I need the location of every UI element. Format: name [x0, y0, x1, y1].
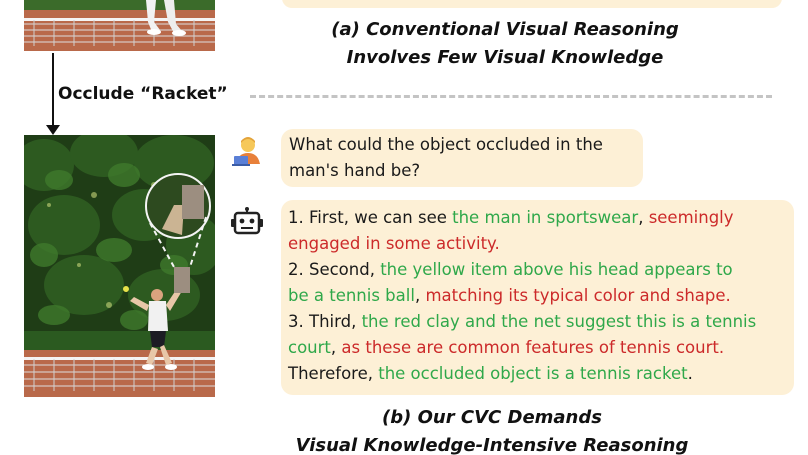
inference-text: matching its typical color and shape. [425, 286, 731, 305]
caption-a: (a) Conventional Visual Reasoning Involv… [290, 16, 720, 72]
answer-line-4: be a tennis ball, matching its typical c… [288, 283, 787, 309]
answer-line-3: 2. Second, the yellow item above his hea… [288, 257, 787, 283]
answer-text: . [687, 364, 693, 383]
caption-b-line2: Visual Knowledge-Intensive Reasoning [295, 435, 689, 455]
section-divider [250, 95, 772, 98]
answer-line-7: Therefore, the occluded object is a tenn… [288, 361, 787, 387]
robot-icon [230, 207, 264, 237]
question-line-2: man's hand be? [289, 161, 421, 180]
tennis-photo-original [24, 0, 215, 51]
answer-text: 3. Third, [288, 312, 362, 331]
caption-a-line2: Involves Few Visual Knowledge [346, 47, 664, 68]
occlude-label: Occlude “Racket” [58, 84, 232, 104]
caption-b-line1: (b) Our CVC Demands [382, 407, 602, 428]
answer-line-6: court, as these are common features of t… [288, 335, 787, 361]
inference-text: seemingly [648, 208, 734, 227]
answer-text: , [330, 338, 342, 357]
inference-text: as these are common features of tennis c… [341, 338, 725, 357]
previous-answer-bubble-edge [282, 0, 782, 8]
answer-text: 1. First, we can see [288, 208, 453, 227]
visual-evidence-text: be a tennis ball [288, 286, 415, 305]
question-line-1: What could the object occluded in the [289, 135, 603, 154]
visual-evidence-text: court [288, 338, 331, 357]
inference-text: engaged in some activity. [288, 234, 500, 253]
occlusion-arrow-line [52, 53, 54, 127]
tennis-photo-occluded [24, 135, 215, 397]
answer-text: , [414, 286, 426, 305]
answer-text: Therefore, [288, 364, 379, 383]
answer-text: , [638, 208, 649, 227]
caption-a-line1: (a) Conventional Visual Reasoning [331, 19, 679, 40]
answer-bubble: 1. First, we can see the man in sportswe… [281, 200, 794, 395]
occlusion-arrow-head [46, 125, 60, 135]
answer-text: 2. Second, [288, 260, 381, 279]
user-avatar-icon [232, 134, 264, 166]
visual-evidence-text: the man in sportswear [452, 208, 639, 227]
visual-evidence-text: the occluded object is a tennis racket [378, 364, 688, 383]
visual-evidence-text: the yellow item above his head appears t… [380, 260, 733, 279]
answer-line-1: 1. First, we can see the man in sportswe… [288, 205, 787, 231]
caption-b: (b) Our CVC Demands Visual Knowledge-Int… [262, 404, 722, 455]
question-bubble: What could the object occluded in the ma… [281, 129, 643, 187]
answer-line-2: engaged in some activity. [288, 231, 787, 257]
visual-evidence-text: the red clay and the net suggest this is… [361, 312, 757, 331]
answer-line-5: 3. Third, the red clay and the net sugge… [288, 309, 787, 335]
